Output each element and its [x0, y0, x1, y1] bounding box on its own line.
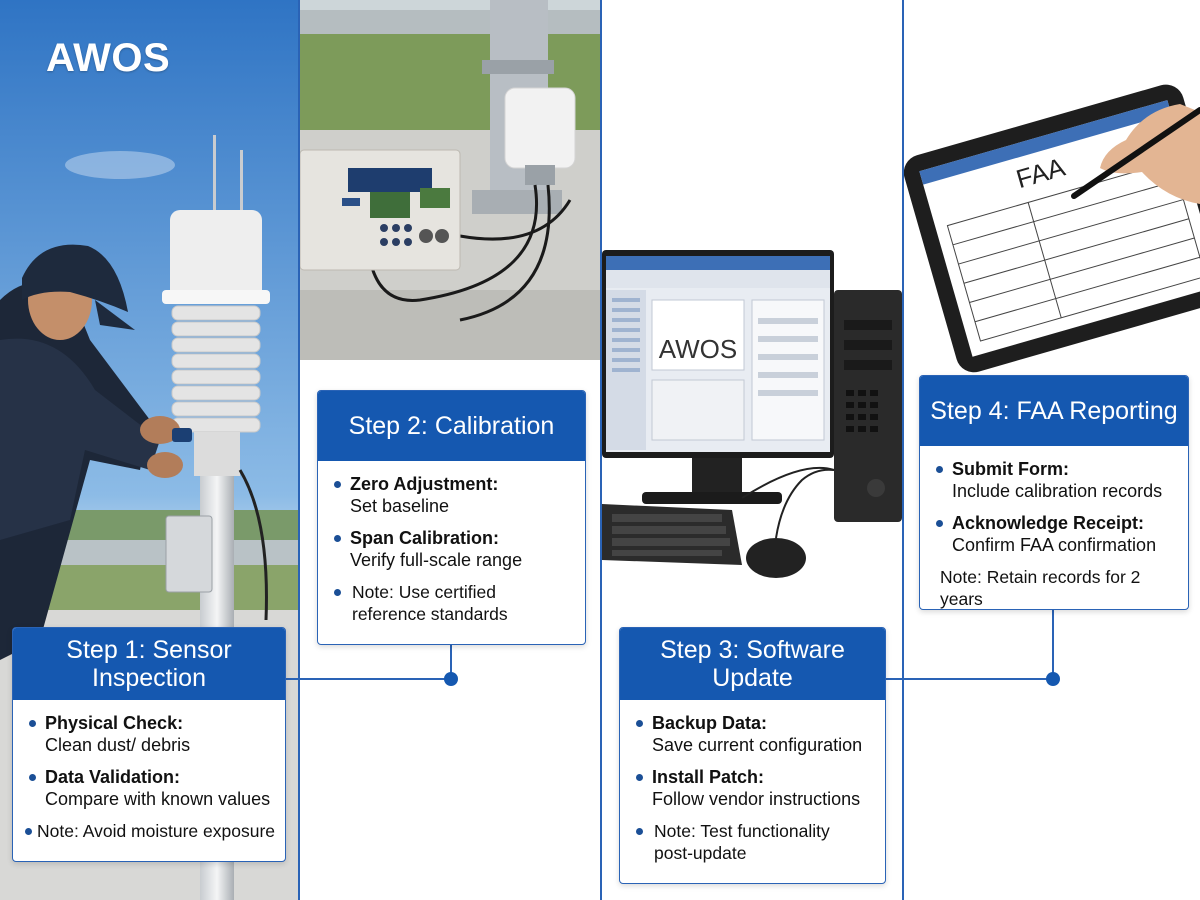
step-item: Span Calibration: Verify full-scale rang…	[328, 527, 575, 571]
bullet-icon	[636, 774, 643, 781]
step-body: Backup Data: Save current configuration …	[620, 712, 885, 864]
item-desc: Set baseline	[350, 496, 450, 516]
item-title: Backup Data:	[652, 713, 768, 733]
item-desc: Compare with known values	[45, 789, 271, 809]
step-body: Physical Check: Clean dust/ debris Data …	[13, 712, 285, 842]
tablet-illustration: FAA	[904, 84, 1200, 373]
step-item: Acknowledge Receipt: Confirm FAA confirm…	[930, 512, 1178, 556]
panel-divider	[902, 0, 904, 900]
monitor-screen-label: AWOS	[659, 334, 737, 364]
computer-illustration: AWOS	[602, 250, 902, 578]
step-item: Zero Adjustment: Set baseline	[328, 473, 575, 517]
item-title: Physical Check:	[45, 713, 184, 733]
bullet-icon	[29, 720, 36, 727]
connector-line	[1052, 608, 1054, 678]
item-title: Zero Adjustment:	[350, 474, 499, 494]
bullet-icon	[636, 720, 643, 727]
page-title: AWOS	[46, 36, 171, 80]
connector-line	[884, 678, 1054, 680]
step-heading: Step 3: Software Update	[620, 628, 885, 700]
connector-line	[284, 678, 452, 680]
item-title: Install Patch:	[652, 767, 765, 787]
step-card-1: Step 1: Sensor Inspection Physical Check…	[12, 627, 286, 862]
step-heading: Step 1: Sensor Inspection	[13, 628, 285, 700]
step-heading: Step 2: Calibration	[318, 391, 585, 461]
item-title: Submit Form:	[952, 459, 1069, 479]
step-note: Note: Test functionality post-update	[630, 820, 875, 864]
panel-divider	[600, 0, 602, 900]
note-text: Note: Use certified reference standards	[352, 582, 508, 624]
step-item: Install Patch: Follow vendor instruction…	[630, 766, 875, 810]
step-card-3: Step 3: Software Update Backup Data: Sav…	[619, 627, 886, 884]
step-body: Zero Adjustment: Set baseline Span Calib…	[318, 473, 585, 625]
item-desc: Follow vendor instructions	[652, 789, 861, 809]
item-title: Span Calibration:	[350, 528, 500, 548]
bullet-icon	[29, 774, 36, 781]
connector-line	[450, 643, 452, 679]
bullet-icon	[334, 589, 341, 596]
item-desc: Save current configuration	[652, 735, 863, 755]
step-note: Note: Avoid moisture exposure	[23, 820, 275, 842]
bullet-icon	[25, 828, 32, 835]
panel-divider	[298, 0, 300, 900]
item-desc: Include calibration records	[952, 481, 1163, 501]
item-desc: Clean dust/ debris	[45, 735, 191, 755]
step-card-2: Step 2: Calibration Zero Adjustment: Set…	[317, 390, 586, 645]
note-text: Note: Retain records for 2 years	[940, 567, 1141, 609]
item-desc: Verify full-scale range	[350, 550, 523, 570]
connector-node	[444, 672, 458, 686]
step-note: Note: Use certified reference standards	[328, 581, 575, 625]
step-item: Data Validation: Compare with known valu…	[23, 766, 275, 810]
step-item: Physical Check: Clean dust/ debris	[23, 712, 275, 756]
bullet-icon	[334, 535, 341, 542]
note-text: Note: Avoid moisture exposure	[37, 821, 276, 841]
note-text: Note: Test functionality post-update	[654, 821, 830, 863]
bullet-icon	[334, 481, 341, 488]
panel-faa-reporting: FAA	[904, 0, 1200, 900]
bullet-icon	[936, 520, 943, 527]
step-body: Submit Form: Include calibration records…	[920, 458, 1188, 609]
step-note: Note: Retain records for 2 years	[930, 566, 1178, 609]
step-item: Submit Form: Include calibration records	[930, 458, 1178, 502]
item-title: Data Validation:	[45, 767, 181, 787]
item-desc: Confirm FAA confirmation	[952, 535, 1157, 555]
bullet-icon	[936, 466, 943, 473]
step-item: Backup Data: Save current configuration	[630, 712, 875, 756]
step-heading: Step 4: FAA Reporting	[920, 376, 1188, 446]
item-title: Acknowledge Receipt:	[952, 513, 1145, 533]
bullet-icon	[636, 828, 643, 835]
connector-node	[1046, 672, 1060, 686]
panel-software-update: AWOS	[602, 0, 902, 900]
step-card-4: Step 4: FAA Reporting Submit Form: Inclu…	[919, 375, 1189, 610]
